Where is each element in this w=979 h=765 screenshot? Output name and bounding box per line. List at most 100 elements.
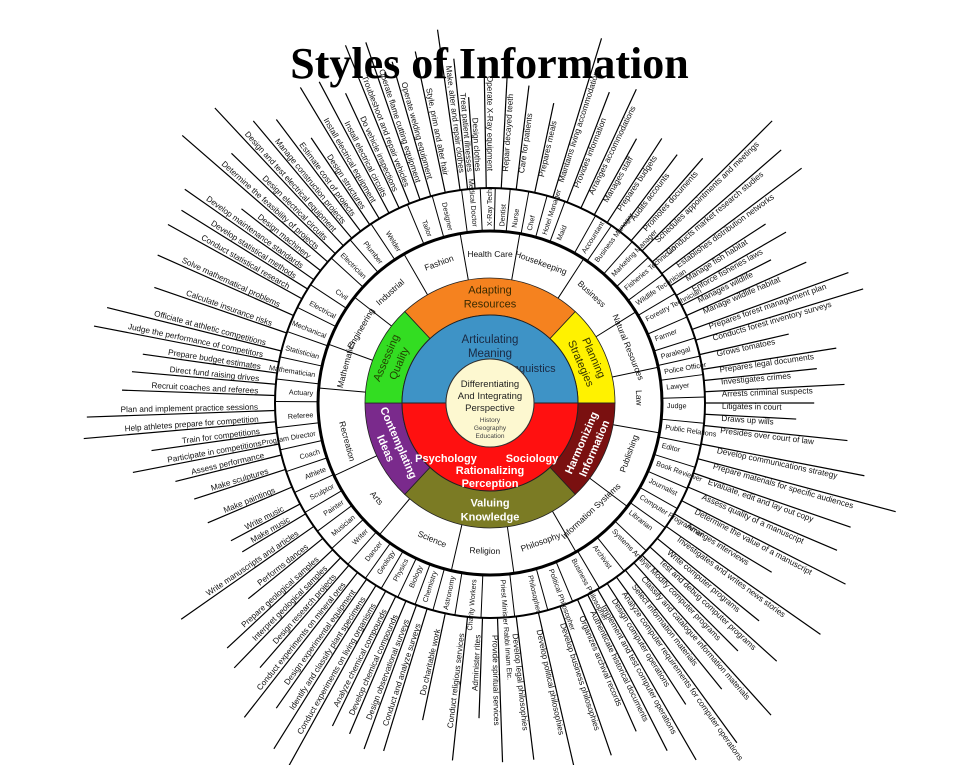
task-spokes [83,29,896,765]
task-spoke [142,353,278,374]
occupation-divider [549,201,566,242]
task-spoke [641,120,773,252]
task-label: Conduct religious services [446,633,466,729]
style-label-adapting-2: Resources [464,298,517,310]
task-spoke [669,223,766,287]
occupation-divider [297,306,337,327]
task-label: Litigates in court [722,402,782,412]
domain-divider [613,424,660,434]
task-spoke [275,578,368,709]
task-spoke [649,546,778,662]
occupation-divider [660,374,704,381]
occupation-divider [414,564,431,605]
domain-divider [450,524,463,571]
style-label-valuing-1: Valuing [470,497,509,509]
task-spoke [606,138,663,224]
task-spoke [641,554,739,652]
domain-divider [354,296,392,327]
occupation-label: Dentist [497,204,508,227]
task-spoke [383,608,428,752]
task-label: Develop political philosophies [535,629,566,736]
occupation-divider [380,551,404,589]
occupation-divider [432,568,445,611]
task-spoke [651,149,782,263]
task-spoke [515,616,535,760]
occupation-divider [370,223,396,261]
occupation-divider [287,331,328,347]
style-label-adapting-1: Adapting [468,284,511,296]
occupation-divider [279,356,323,367]
task-spoke [675,231,787,297]
task-spoke [704,413,797,420]
occupation-divider [397,558,417,598]
articulating-label-1: Articulating [462,334,519,346]
occupation-divider [330,257,364,288]
task-spoke [422,613,446,721]
domain-divider [552,511,577,553]
task-spoke [233,557,342,669]
occupation-divider [639,486,678,509]
occupation-divider [520,191,530,234]
task-spoke [181,135,329,263]
occupation-divider [657,355,700,366]
task-label: Operate X-Ray equipment [485,76,494,172]
occupation-divider [555,561,574,602]
occupation-divider [331,519,364,549]
task-spoke [673,513,772,573]
task-spoke [241,513,307,553]
core-line-1: Differentiating [461,379,519,390]
rationalizing-label-1: Rationalizing [456,465,524,477]
occupation-label: Judge [667,401,687,410]
task-spoke [703,368,817,382]
occupation-label: X-Ray Tech [485,189,494,226]
task-spoke [349,600,407,735]
occupation-divider [535,195,548,238]
task-spoke [247,537,324,600]
occupation-divider [653,453,696,468]
task-spoke [681,500,846,585]
task-spoke [151,432,278,452]
domain-divider [328,343,373,361]
task-label: Investigates crimes [721,371,792,386]
occupation-divider [480,574,484,618]
task-spoke [122,389,276,397]
core-sub-2: Geography [474,425,507,432]
task-spoke [310,137,371,226]
task-spoke [695,288,864,341]
task-spoke [167,223,303,300]
task-spoke [181,209,308,290]
task-label: Provide spiritual services [490,635,501,726]
domain-divider [379,498,411,536]
task-spoke [537,612,575,765]
occupation-label: Chef [525,215,537,232]
task-spoke [299,87,380,220]
occupation-divider [616,257,649,287]
occupation-divider [317,505,353,532]
style-label-valuing-2: Knowledge [461,511,520,523]
task-spoke [697,458,896,513]
task-spoke [587,594,668,751]
task-spoke [681,259,772,306]
task-label: Presides over court of law [720,426,815,446]
occupation-divider [637,293,676,316]
task-spoke [691,271,849,331]
occupation-divider [509,573,516,617]
task-spoke [241,208,321,272]
task-label: Arrests criminal suspects [722,386,813,398]
occupation-divider [603,241,633,275]
domain-divider [403,253,428,295]
task-spoke [194,468,286,500]
occupation-divider [658,436,701,446]
page-title: Styles of Information [290,39,689,88]
task-spoke [702,347,837,370]
task-label: Prepares legal documents [719,352,814,374]
task-spoke [106,306,282,352]
sociology-label: Sociology [506,453,559,465]
occupation-divider [596,537,625,572]
task-label: Repair decayed teeth [501,93,515,172]
task-spoke [175,454,282,483]
domain-divider [459,233,469,280]
task-spoke [273,585,377,750]
core-disc [445,358,535,448]
